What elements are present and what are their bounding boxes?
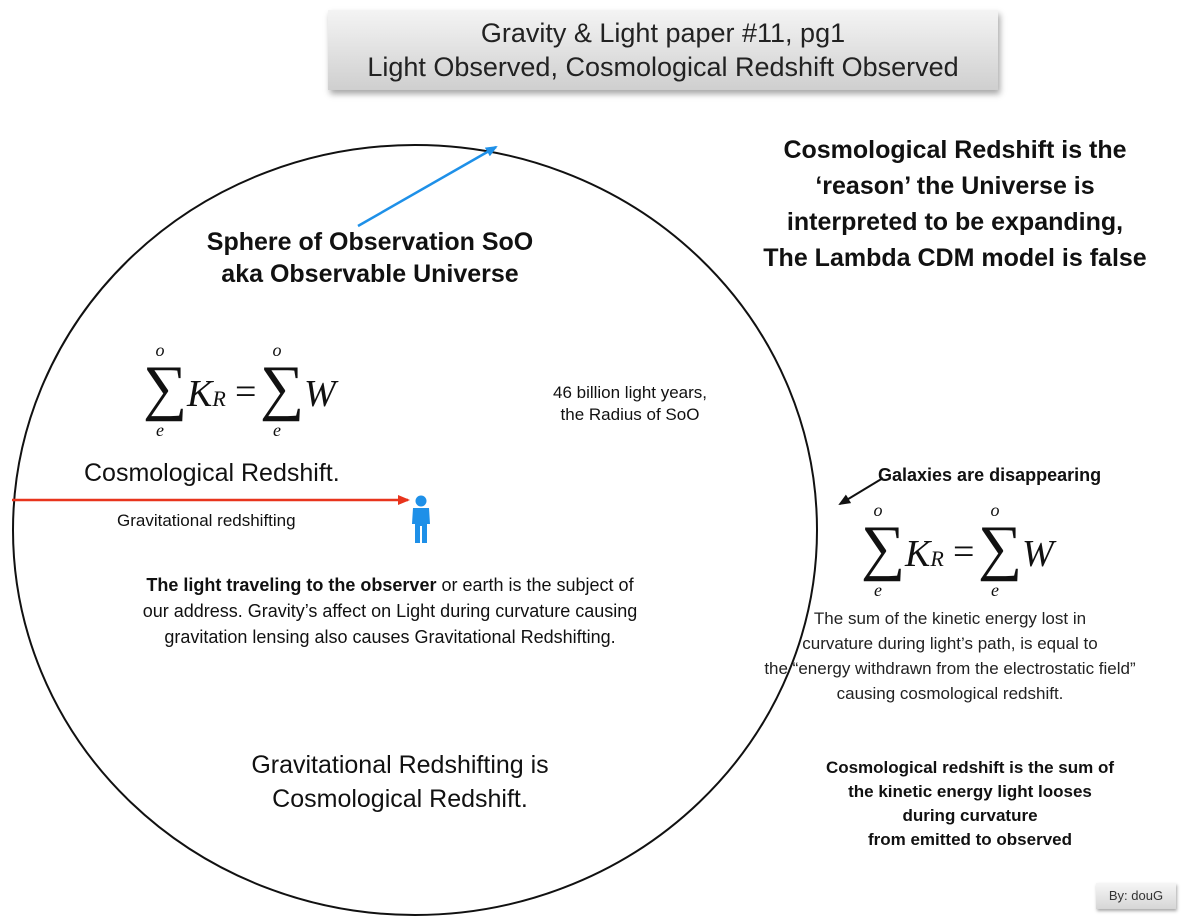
k-letter: K — [187, 373, 213, 415]
conclusion-text: Gravitational Redshifting is Cosmologica… — [170, 748, 630, 816]
light-paragraph-line-1: The light traveling to the observer or e… — [60, 572, 720, 598]
observer-icon — [412, 495, 430, 543]
sum-description-line-4: causing cosmological redshift. — [836, 684, 1064, 703]
sum3-upper: o — [873, 500, 883, 520]
light-paragraph: The light traveling to the observer or e… — [60, 572, 720, 650]
cosmological-redshift-label: Cosmological Redshift. — [84, 459, 340, 487]
kinetic-symbol: KR — [187, 372, 226, 416]
light-paragraph-line-3: gravitation lensing also causes Gravitat… — [164, 627, 616, 647]
final-statement-line-3: during curvature — [902, 806, 1038, 825]
sum4-sigma: ∑ — [978, 514, 1023, 582]
radius-label: 46 billion light years, the Radius of So… — [510, 382, 750, 426]
final-statement-line-4: from emitted to observed — [867, 830, 1073, 849]
sum2-sigma: ∑ — [260, 354, 305, 422]
final-statement-line-1: Cosmological redshift is the sum of — [825, 758, 1115, 777]
sum4-upper: o — [990, 500, 1000, 520]
sum-description: The sum of the kinetic energy lost in cu… — [700, 606, 1200, 706]
sum1-sigma: ∑ — [143, 354, 188, 422]
title-line-1: Gravity & Light paper #11, pg1 — [480, 18, 846, 48]
sum1-upper: o — [155, 340, 165, 360]
sum-description-line-3: the “energy withdrawn from the electrost… — [764, 659, 1136, 678]
radius-label-line-1: 46 billion light years, — [552, 383, 708, 402]
sum2-upper: o — [272, 340, 282, 360]
galaxies-label: Galaxies are disappearing — [878, 465, 1102, 485]
radius-label-line-2: the Radius of SoO — [560, 405, 700, 424]
sum2-lower: e — [273, 420, 281, 440]
k-subscript-right: R — [930, 546, 944, 571]
final-statement: Cosmological redshift is the sum of the … — [760, 756, 1180, 852]
claim-text: Cosmological Redshift is the ‘reason’ th… — [720, 132, 1190, 276]
equation-right: o ∑ e KR = o ∑ e W — [858, 500, 1078, 600]
title-box: Gravity & Light paper #11, pg1 Light Obs… — [328, 10, 998, 90]
final-statement-line-2: the kinetic energy light looses — [848, 782, 1092, 801]
radius-arrow — [357, 145, 498, 228]
claim-line-2: ‘reason’ the Universe is — [815, 172, 1095, 200]
sphere-label-line-2: aka Observable Universe — [221, 260, 519, 288]
work-symbol-right: W — [1022, 533, 1054, 575]
title-line-2: Light Observed, Cosmological Redshift Ob… — [367, 52, 959, 82]
claim-line-4: The Lambda CDM model is false — [763, 244, 1147, 272]
sum-description-line-1: The sum of the kinetic energy lost in — [813, 609, 1087, 628]
sum3-lower: e — [874, 580, 882, 600]
claim-line-1: Cosmological Redshift is the — [783, 136, 1127, 164]
conclusion-line-2: Cosmological Redshift. — [272, 785, 528, 813]
sum1-lower: e — [156, 420, 164, 440]
work-symbol: W — [304, 373, 336, 415]
sphere-label: Sphere of Observation SoO aka Observable… — [200, 226, 540, 290]
k-subscript: R — [212, 386, 226, 411]
byline-badge: By: douG — [1096, 883, 1176, 909]
sum-description-line-2: curvature during light’s path, is equal … — [802, 634, 1098, 653]
sum4-lower: e — [991, 580, 999, 600]
kinetic-symbol-right: KR — [905, 532, 944, 576]
sum3-sigma: ∑ — [861, 514, 906, 582]
equals-sign: = — [235, 371, 257, 413]
claim-line-3: interpreted to be expanding, — [786, 208, 1124, 236]
light-paragraph-line-1-rest: or earth is the subject of — [436, 575, 634, 595]
gravitational-redshifting-label: Gravitational redshifting — [117, 511, 296, 530]
sphere-of-observation-circle — [12, 144, 818, 916]
k-letter-right: K — [905, 533, 931, 575]
sphere-label-line-1: Sphere of Observation SoO — [206, 228, 534, 256]
conclusion-line-1: Gravitational Redshifting is — [251, 751, 549, 779]
light-paragraph-bold: The light traveling to the observer — [146, 575, 437, 595]
equation-left: o ∑ e KR = o ∑ e W — [140, 340, 360, 440]
galaxies-pointer-arrow — [838, 477, 884, 506]
equals-sign-right: = — [953, 531, 975, 573]
light-paragraph-line-2: our address. Gravity’s affect on Light d… — [142, 601, 638, 621]
